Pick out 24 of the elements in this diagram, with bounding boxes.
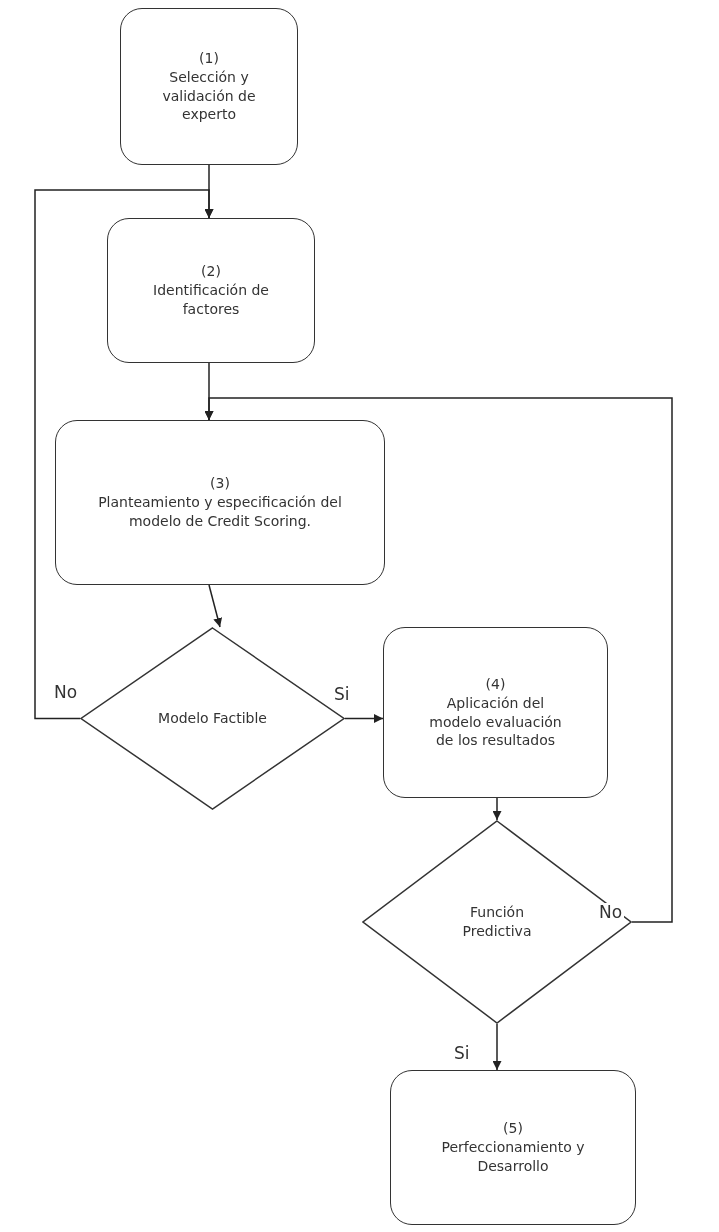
process-box — [390, 1070, 636, 1225]
arrow — [208, 584, 223, 628]
process-box — [120, 8, 298, 165]
process-box — [55, 420, 385, 585]
step-number: (2) — [201, 262, 221, 282]
step-number: (4) — [485, 674, 506, 694]
step-text: Identificación de factores — [152, 281, 270, 319]
step-number: (3) — [210, 474, 230, 494]
decision-diamond — [362, 820, 632, 1024]
arrow — [492, 797, 502, 821]
step-number: (5) — [503, 1119, 523, 1139]
step-text: Función Predictiva — [461, 903, 533, 941]
step-text: Modelo Factible — [158, 709, 267, 728]
arrow — [344, 714, 384, 723]
step-text: Perfeccionamiento y Desarrollo — [440, 1138, 586, 1176]
step-number: (1) — [199, 48, 219, 68]
arrow — [492, 1023, 502, 1071]
arrow — [204, 397, 673, 923]
step-text: Planteamiento y especificación del modelo de Credit Scoring. — [97, 493, 343, 531]
arrow — [34, 189, 214, 720]
process-box — [107, 218, 315, 363]
step-text: Selección y validación de experto — [161, 67, 257, 125]
process-box — [383, 627, 608, 798]
step-text: Aplicación del modelo evaluación de los resultados — [428, 693, 563, 751]
